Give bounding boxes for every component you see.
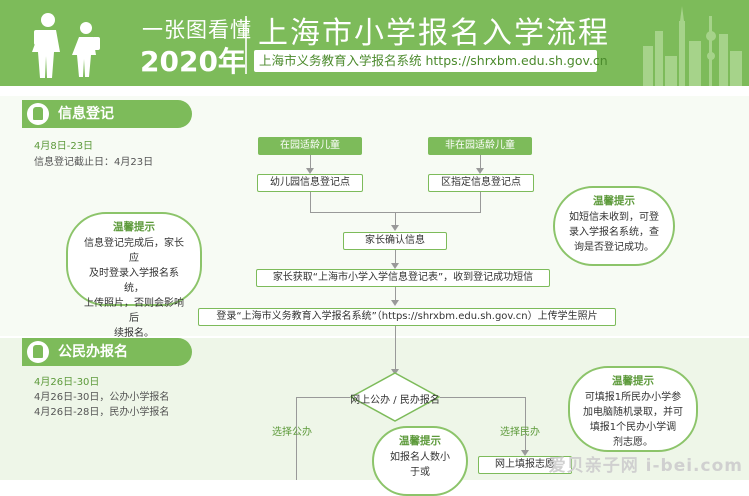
section-info-register-header: 信息登记 [22, 100, 192, 128]
tip-line: 上传照片，否则会影响后 [80, 296, 188, 326]
section-enroll-title: 公民办报名 [58, 344, 128, 360]
system-url: 上海市义务教育入学报名系统 https://shrxbm.edu.sh.gov.… [254, 50, 597, 72]
tip-title: 温馨提示 [68, 220, 200, 235]
tip-cloud-count: 温馨提示 如报名人数小于或 [372, 426, 468, 496]
node-online-choice: 网上公办 / 民办报名 [350, 391, 440, 406]
tip-line: 信息登记完成后，家长应 [80, 236, 188, 266]
connector-line [310, 192, 311, 212]
user-icon [27, 341, 49, 363]
node-kindergarten-register: 幼儿园信息登记点 [257, 174, 363, 192]
tip-line: 询是否登记成功。 [567, 240, 661, 255]
header-year: 2020年 [140, 40, 246, 80]
label-choose-private: 选择民办 [500, 423, 540, 438]
label-choose-public: 选择公办 [272, 423, 312, 438]
tip-line: 填报1个民办小学调 [582, 420, 684, 435]
node-district-register: 区指定信息登记点 [428, 174, 534, 192]
connector-line [395, 212, 396, 226]
section2-private-dates: 4月26日-28日，民办小学报名 [34, 403, 169, 418]
header-banner: 一张图看懂 2020年 上海市小学报名入学流程 上海市义务教育入学报名系统 ht… [0, 0, 749, 86]
tip-title: 温馨提示 [555, 194, 673, 209]
connector-line [395, 326, 396, 370]
tip-line: 可填报1所民办小学参 [582, 390, 684, 405]
section2-public-dates: 4月26日-30日，公办小学报名 [34, 388, 169, 403]
section-enroll-header: 公民办报名 [22, 338, 192, 366]
node-parent-get-form: 家长获取“上海市小学入学信息登记表”，收到登记成功短信 [256, 269, 550, 287]
connector-line [395, 250, 396, 264]
user-icon [27, 103, 49, 125]
kids-illustration [30, 10, 110, 80]
city-skyline-illustration [639, 6, 749, 86]
tip-line: 加电脑随机录取，并可 [582, 405, 684, 420]
header-divider [245, 16, 247, 74]
node-login-upload: 登录“上海市义务教育入学报名系统”（https://shrxbm.edu.sh.… [198, 308, 616, 326]
section1-date-range: 4月8日-23日 [34, 137, 93, 152]
watermark: 爱贝亲子网 i-bei.com [549, 451, 743, 476]
connector-line [296, 397, 297, 480]
node-parent-confirm: 家长确认信息 [343, 232, 447, 250]
node-not-in-park-children: 非在园适龄儿童 [428, 137, 532, 155]
tip-cloud-private: 温馨提示 可填报1所民办小学参 加电脑随机录取，并可 填报1个民办小学调 剂志愿… [568, 366, 698, 452]
tip-line: 及时登录入学报名系统， [80, 266, 188, 296]
section-info-register-title: 信息登记 [58, 106, 114, 122]
connector-line [395, 287, 396, 301]
connector-line [480, 155, 481, 169]
tip-line: 录入学报名系统，查 [567, 225, 661, 240]
connector-line [440, 397, 525, 398]
connector-arrow [391, 300, 399, 306]
tip-cloud-sms: 温馨提示 如短信未收到，可登 录入学报名系统，查 询是否登记成功。 [553, 186, 675, 266]
tip-title: 温馨提示 [570, 374, 696, 389]
connector-arrow [391, 225, 399, 231]
connector-line [310, 155, 311, 169]
connector-line [480, 192, 481, 212]
section2-date-range: 4月26日-30日 [34, 373, 99, 388]
tip-cloud-upload: 温馨提示 信息登记完成后，家长应 及时登录入学报名系统， 上传照片，否则会影响后… [66, 212, 202, 306]
node-in-park-children: 在园适龄儿童 [258, 137, 362, 155]
tip-title: 温馨提示 [374, 434, 466, 449]
tip-line: 如报名人数小于或 [386, 450, 454, 480]
section1-deadline: 信息登记截止日：4月23日 [34, 153, 153, 168]
connector-line [296, 397, 350, 398]
tip-line: 如短信未收到，可登 [567, 210, 661, 225]
page-title: 上海市小学报名入学流程 [258, 8, 610, 52]
tip-line: 剂志愿。 [582, 435, 684, 450]
